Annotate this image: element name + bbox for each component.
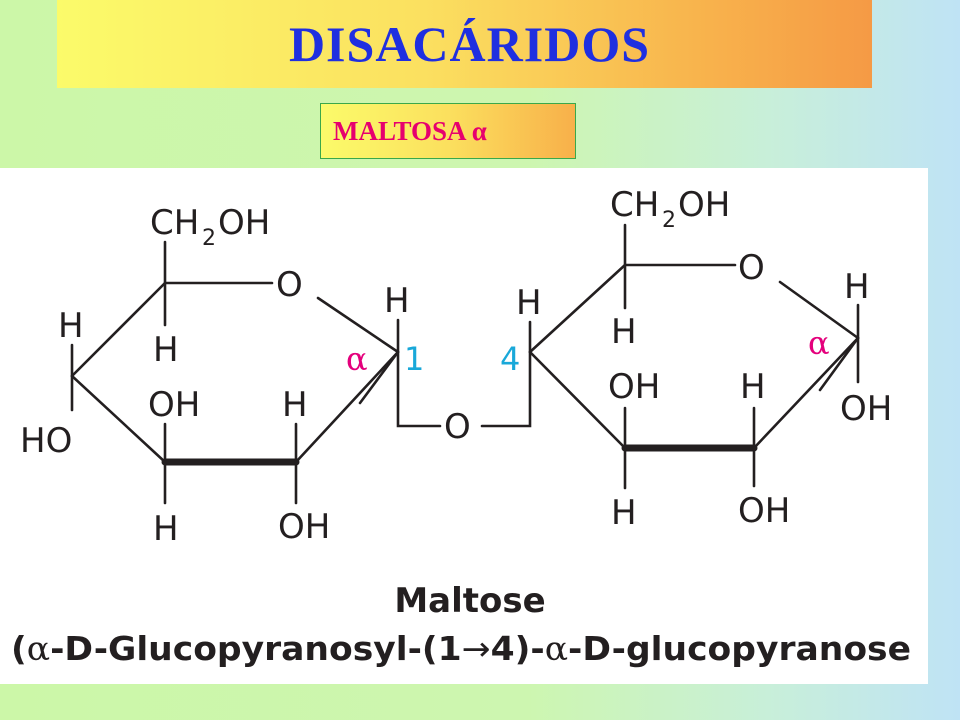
- caption-alpha-1: α: [27, 629, 50, 668]
- right-ring-labels: CH 2 OH O H 4 H OH H H OH H α OH: [500, 185, 892, 533]
- left-c1-hydrogen: H: [384, 281, 410, 321]
- left-c4-hydrogen: H: [58, 306, 84, 346]
- bond-o-c1-right: [778, 280, 860, 340]
- caption-open-paren: (: [11, 629, 27, 668]
- left-ring-oxygen: O: [276, 265, 303, 305]
- caption-glucopyranose: glucopyranose: [626, 629, 911, 668]
- left-ch2oh-sub: 2: [202, 226, 216, 251]
- right-ch2oh-ch: CH: [610, 185, 659, 225]
- caption-alpha-2: α: [545, 629, 568, 668]
- title-banner: DISACÁRIDOS: [57, 0, 872, 88]
- left-c2-hydroxyl: OH: [278, 507, 330, 547]
- subtitle-box: MALTOSA α: [320, 103, 576, 159]
- bond-c1-bridge: [396, 350, 442, 428]
- glycosidic-bond: [396, 350, 532, 428]
- left-position-1: 1: [404, 340, 424, 378]
- subtitle: MALTOSA α: [333, 115, 487, 146]
- bond-c1-c2-wedge: [358, 350, 400, 405]
- right-ring-bonds: [528, 223, 860, 490]
- right-c3-hydrogen: H: [611, 493, 637, 533]
- right-c2-hydroxyl: OH: [738, 491, 790, 531]
- bond-c4-c5: [70, 281, 167, 378]
- left-alpha-label: α: [346, 340, 368, 378]
- right-alpha-label: α: [808, 324, 830, 362]
- right-ring-oxygen: O: [738, 248, 765, 288]
- left-ring-bonds: [70, 240, 400, 505]
- left-ring-labels: CH 2 OH O H H HO OH H H OH H α 1: [20, 203, 424, 549]
- bond-c3-c4: [70, 374, 167, 464]
- right-ch2oh-sub: 2: [662, 208, 676, 233]
- caption-glucopyranosyl: Glucopyranosyl-(1: [108, 629, 462, 668]
- right-c1-hydrogen: H: [844, 267, 870, 307]
- left-ch2oh-oh: OH: [218, 203, 270, 243]
- right-ch2oh-oh: OH: [678, 185, 730, 225]
- right-c2-hydrogen: H: [740, 367, 766, 407]
- bridge-oxygen: O: [444, 407, 471, 447]
- bond-c1-c2-wedge-right: [818, 336, 860, 392]
- left-ch2oh-ch: CH: [150, 203, 199, 243]
- bond-c1-c2-right: [752, 336, 860, 450]
- left-c2-hydrogen: H: [282, 385, 308, 425]
- right-c3-hydroxyl: OH: [608, 367, 660, 407]
- left-c3-hydroxyl: OH: [148, 385, 200, 425]
- page-title: DISACÁRIDOS: [288, 16, 651, 72]
- maltose-structure-diagram: CH 2 OH O H H HO OH H H OH H α 1 O CH 2 …: [11, 185, 911, 668]
- left-c3-hydrogen: H: [153, 509, 179, 549]
- bond-c1-c2-back: [294, 350, 400, 464]
- caption-d-1: -D-: [50, 629, 108, 668]
- caption-systematic-name: (α-D-Glucopyranosyl-(1→4)-α-D-glucopyran…: [11, 629, 911, 668]
- right-c1-hydroxyl: OH: [840, 389, 892, 429]
- maltose-structure-panel: CH 2 OH O H H HO OH H H OH H α 1 O CH 2 …: [0, 168, 928, 684]
- bond-bridge-c4: [480, 350, 532, 428]
- right-position-4: 4: [500, 340, 520, 378]
- caption-d-2: -D-: [568, 629, 626, 668]
- right-c5-hydrogen: H: [611, 312, 637, 352]
- left-c4-hydroxyl: HO: [20, 421, 72, 461]
- right-c4-hydrogen: H: [516, 283, 542, 323]
- caption-arrow: →: [462, 629, 491, 668]
- bond-o-c1: [316, 296, 400, 354]
- bond-c3-c4-right: [528, 350, 627, 450]
- caption-common-name: Maltose: [394, 581, 545, 621]
- bond-c4-c5-right: [528, 263, 627, 354]
- left-c5-hydrogen: H: [153, 330, 179, 370]
- caption-mid: 4)-: [491, 629, 545, 668]
